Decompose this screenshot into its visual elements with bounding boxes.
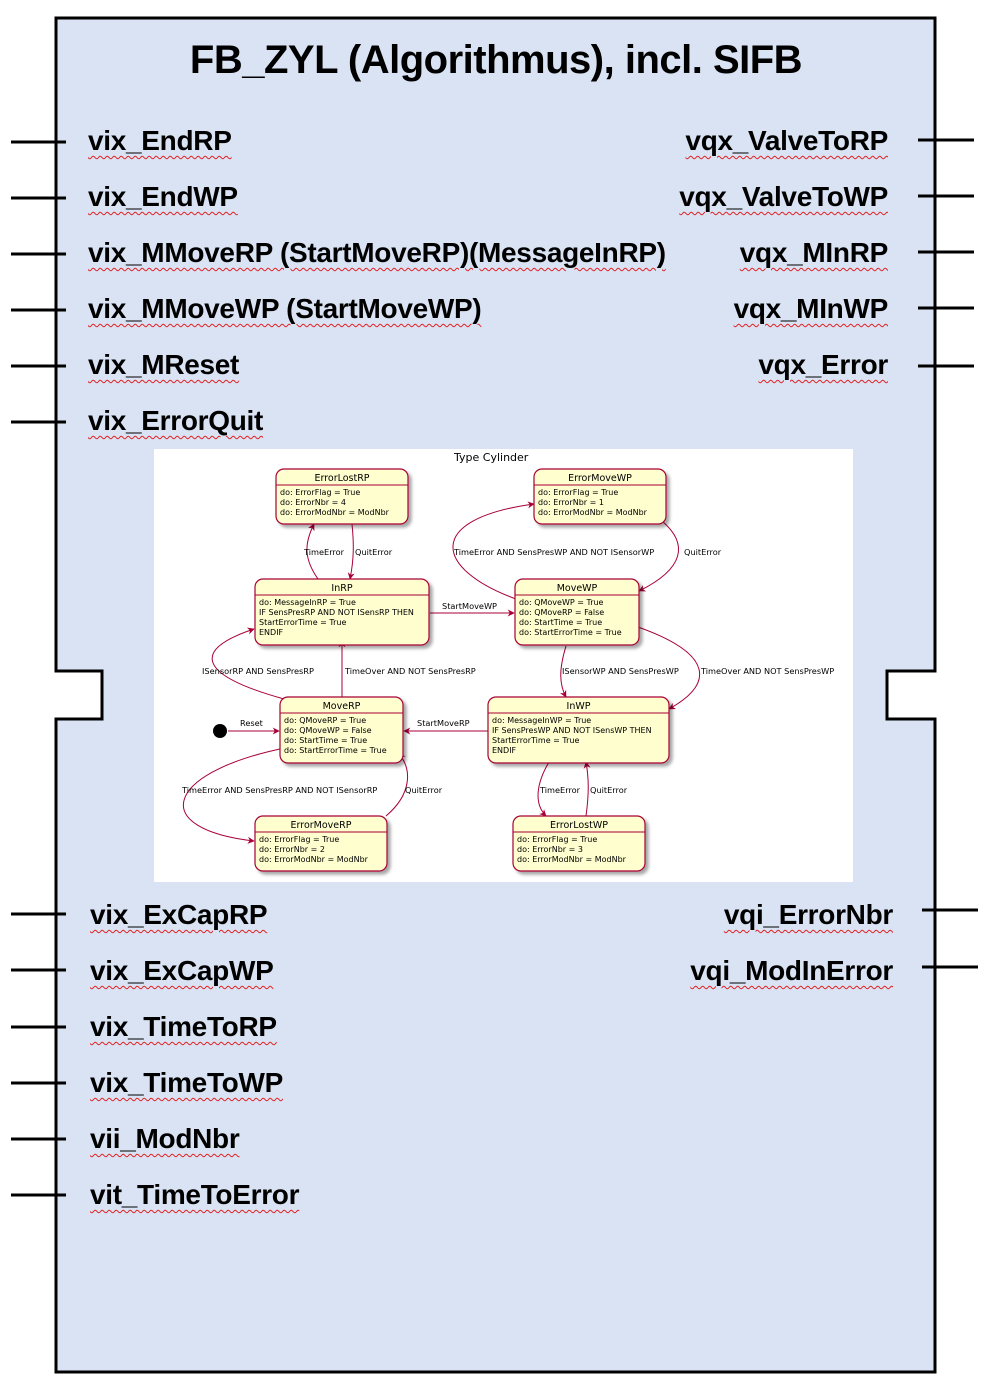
output-port-error[interactable]: vqx_Error [758, 349, 888, 380]
state-action: do: QMoveRP = False [519, 608, 604, 617]
edge-inrp-to-errorlostrp [306, 523, 319, 580]
state-name: InWP [567, 701, 591, 712]
initial-state-dot [213, 724, 227, 738]
state-action: do: ErrorNbr = 4 [280, 498, 346, 507]
label-timeover-rp: TimeOver AND NOT SensPresRP [344, 666, 476, 676]
input-port-mmove-wp[interactable]: vix_MMoveWP (StartMoveWP) [88, 293, 482, 324]
diagram-title: Type Cylinder [453, 451, 529, 464]
state-name: ErrorMoveWP [568, 473, 632, 484]
output-port-valve-to-rp[interactable]: vqx_ValveToRP [685, 125, 888, 156]
state-action: do: StartErrorTime = True [519, 628, 622, 637]
state-name: MoveRP [323, 701, 361, 712]
state-name: InRP [331, 583, 352, 594]
state-action: do: ErrorNbr = 1 [538, 498, 604, 507]
edge-movewp-to-inwp-sensor [559, 645, 567, 698]
state-action: do: ErrorFlag = True [517, 835, 597, 844]
input-port-mod-nbr[interactable]: vii_ModNbr [90, 1123, 240, 1154]
state-action: StartErrorTime = True [259, 618, 346, 627]
input-port-excap-wp[interactable]: vix_ExCapWP [90, 955, 274, 986]
edge-moverp-to-errormoverp [183, 748, 281, 844]
input-port-mmove-rp[interactable]: vix_MMoveRP (StartMoveRP)(MessageInRP) [88, 237, 666, 268]
input-port-end-wp[interactable]: vix_EndWP [88, 181, 238, 212]
label-reset: Reset [240, 718, 264, 728]
state-action: do: QMoveWP = False [284, 726, 372, 735]
transition-edges [183, 501, 701, 844]
edge-movewp-to-errormovewp [452, 501, 535, 600]
state-machine-diagram: Type Cylinder TimeError QuitError TimeEr… [154, 449, 853, 882]
state-action: do: StartTime = True [284, 736, 367, 745]
state-box [533, 468, 667, 525]
label-timeover-wp: TimeOver AND NOT SensPresWP [700, 666, 834, 676]
state-name: ErrorLostWP [550, 820, 608, 831]
state-action: StartErrorTime = True [492, 736, 579, 745]
state-action: do: ErrorModNbr = ModNbr [538, 508, 648, 517]
state-action: do: StartTime = True [519, 618, 602, 627]
state-name: ErrorLostRP [314, 473, 369, 484]
output-port-valve-to-wp[interactable]: vqx_ValveToWP [679, 181, 888, 212]
input-port-time-to-wp[interactable]: vix_TimeToWP [90, 1067, 283, 1098]
output-port-min-wp[interactable]: vqx_MInWP [733, 293, 889, 324]
block-title: FB_ZYL (Algorithmus), incl. SIFB [189, 38, 803, 82]
output-port-error-nbr[interactable]: vqi_ErrorNbr [723, 899, 893, 930]
state-box [512, 815, 646, 872]
input-port-time-to-error[interactable]: vit_TimeToError [90, 1179, 300, 1210]
state-action: do: ErrorFlag = True [538, 488, 618, 497]
state-box [275, 468, 409, 525]
edge-labels: TimeError QuitError TimeError AND SensPr… [181, 547, 834, 795]
label-timeerror-inrp: TimeError [303, 547, 345, 557]
input-port-excap-rp[interactable]: vix_ExCapRP [90, 899, 268, 930]
state-action: do: ErrorModNbr = ModNbr [259, 855, 369, 864]
label-isensorwp: ISensorWP AND SensPresWP [562, 666, 679, 676]
edge-errorlostrp-to-inrp [347, 523, 355, 580]
edge-moverp-to-inrp-sensor [211, 627, 285, 700]
state-action: IF SensPresWP AND NOT ISensWP THEN [492, 726, 652, 735]
state-action: do: ErrorModNbr = ModNbr [280, 508, 390, 517]
state-action: do: MessageInRP = True [259, 598, 356, 607]
label-quiterror-errorlostrp: QuitError [355, 547, 393, 557]
label-timeerror-moverp: TimeError AND SensPresRP AND NOT ISensor… [181, 785, 377, 795]
state-box [254, 815, 388, 872]
label-startmoverp: StartMoveRP [417, 718, 470, 728]
label-quiterror-errormoverp: QuitError [405, 785, 443, 795]
output-port-min-rp[interactable]: vqx_MInRP [739, 237, 889, 268]
state-action: ENDIF [492, 746, 517, 755]
state-action: do: QMoveWP = True [519, 598, 604, 607]
state-action: do: ErrorFlag = True [259, 835, 339, 844]
state-action: do: StartErrorTime = True [284, 746, 387, 755]
state-action: do: ErrorNbr = 3 [517, 845, 583, 854]
label-isensorrp: ISensorRP AND SensPresRP [202, 666, 314, 676]
label-timeerror-movewp: TimeError AND SensPresWP AND NOT ISensor… [453, 547, 654, 557]
label-startmovewp: StartMoveWP [442, 601, 497, 611]
label-quiterror-errormovewp: QuitError [684, 547, 722, 557]
label-timeerror-inwp: TimeError [539, 785, 581, 795]
state-action: IF SensPresRP AND NOT ISensRP THEN [259, 608, 414, 617]
input-port-mreset[interactable]: vix_MReset [88, 349, 240, 380]
state-action: ENDIF [259, 628, 284, 637]
state-name: MoveWP [557, 583, 598, 594]
state-action: do: ErrorFlag = True [280, 488, 360, 497]
output-port-mod-in-error[interactable]: vqi_ModInError [690, 955, 893, 986]
input-port-time-to-rp[interactable]: vix_TimeToRP [90, 1011, 277, 1042]
state-action: do: MessageInWP = True [492, 716, 591, 725]
edge-errorlostwp-to-inwp [583, 761, 591, 817]
input-port-end-rp[interactable]: vix_EndRP [88, 125, 232, 156]
input-port-error-quit[interactable]: vix_ErrorQuit [88, 405, 264, 436]
state-name: ErrorMoveRP [291, 820, 352, 831]
state-action: do: ErrorNbr = 2 [259, 845, 325, 854]
edge-inwp-to-errorlostwp [537, 761, 550, 817]
state-action: do: ErrorModNbr = ModNbr [517, 855, 627, 864]
edge-movewp-to-inwp-timeover [637, 626, 701, 710]
state-action: do: QMoveRP = True [284, 716, 366, 725]
edge-errormovewp-to-movewp [638, 520, 679, 592]
label-quiterror-errorlostwp: QuitError [590, 785, 628, 795]
